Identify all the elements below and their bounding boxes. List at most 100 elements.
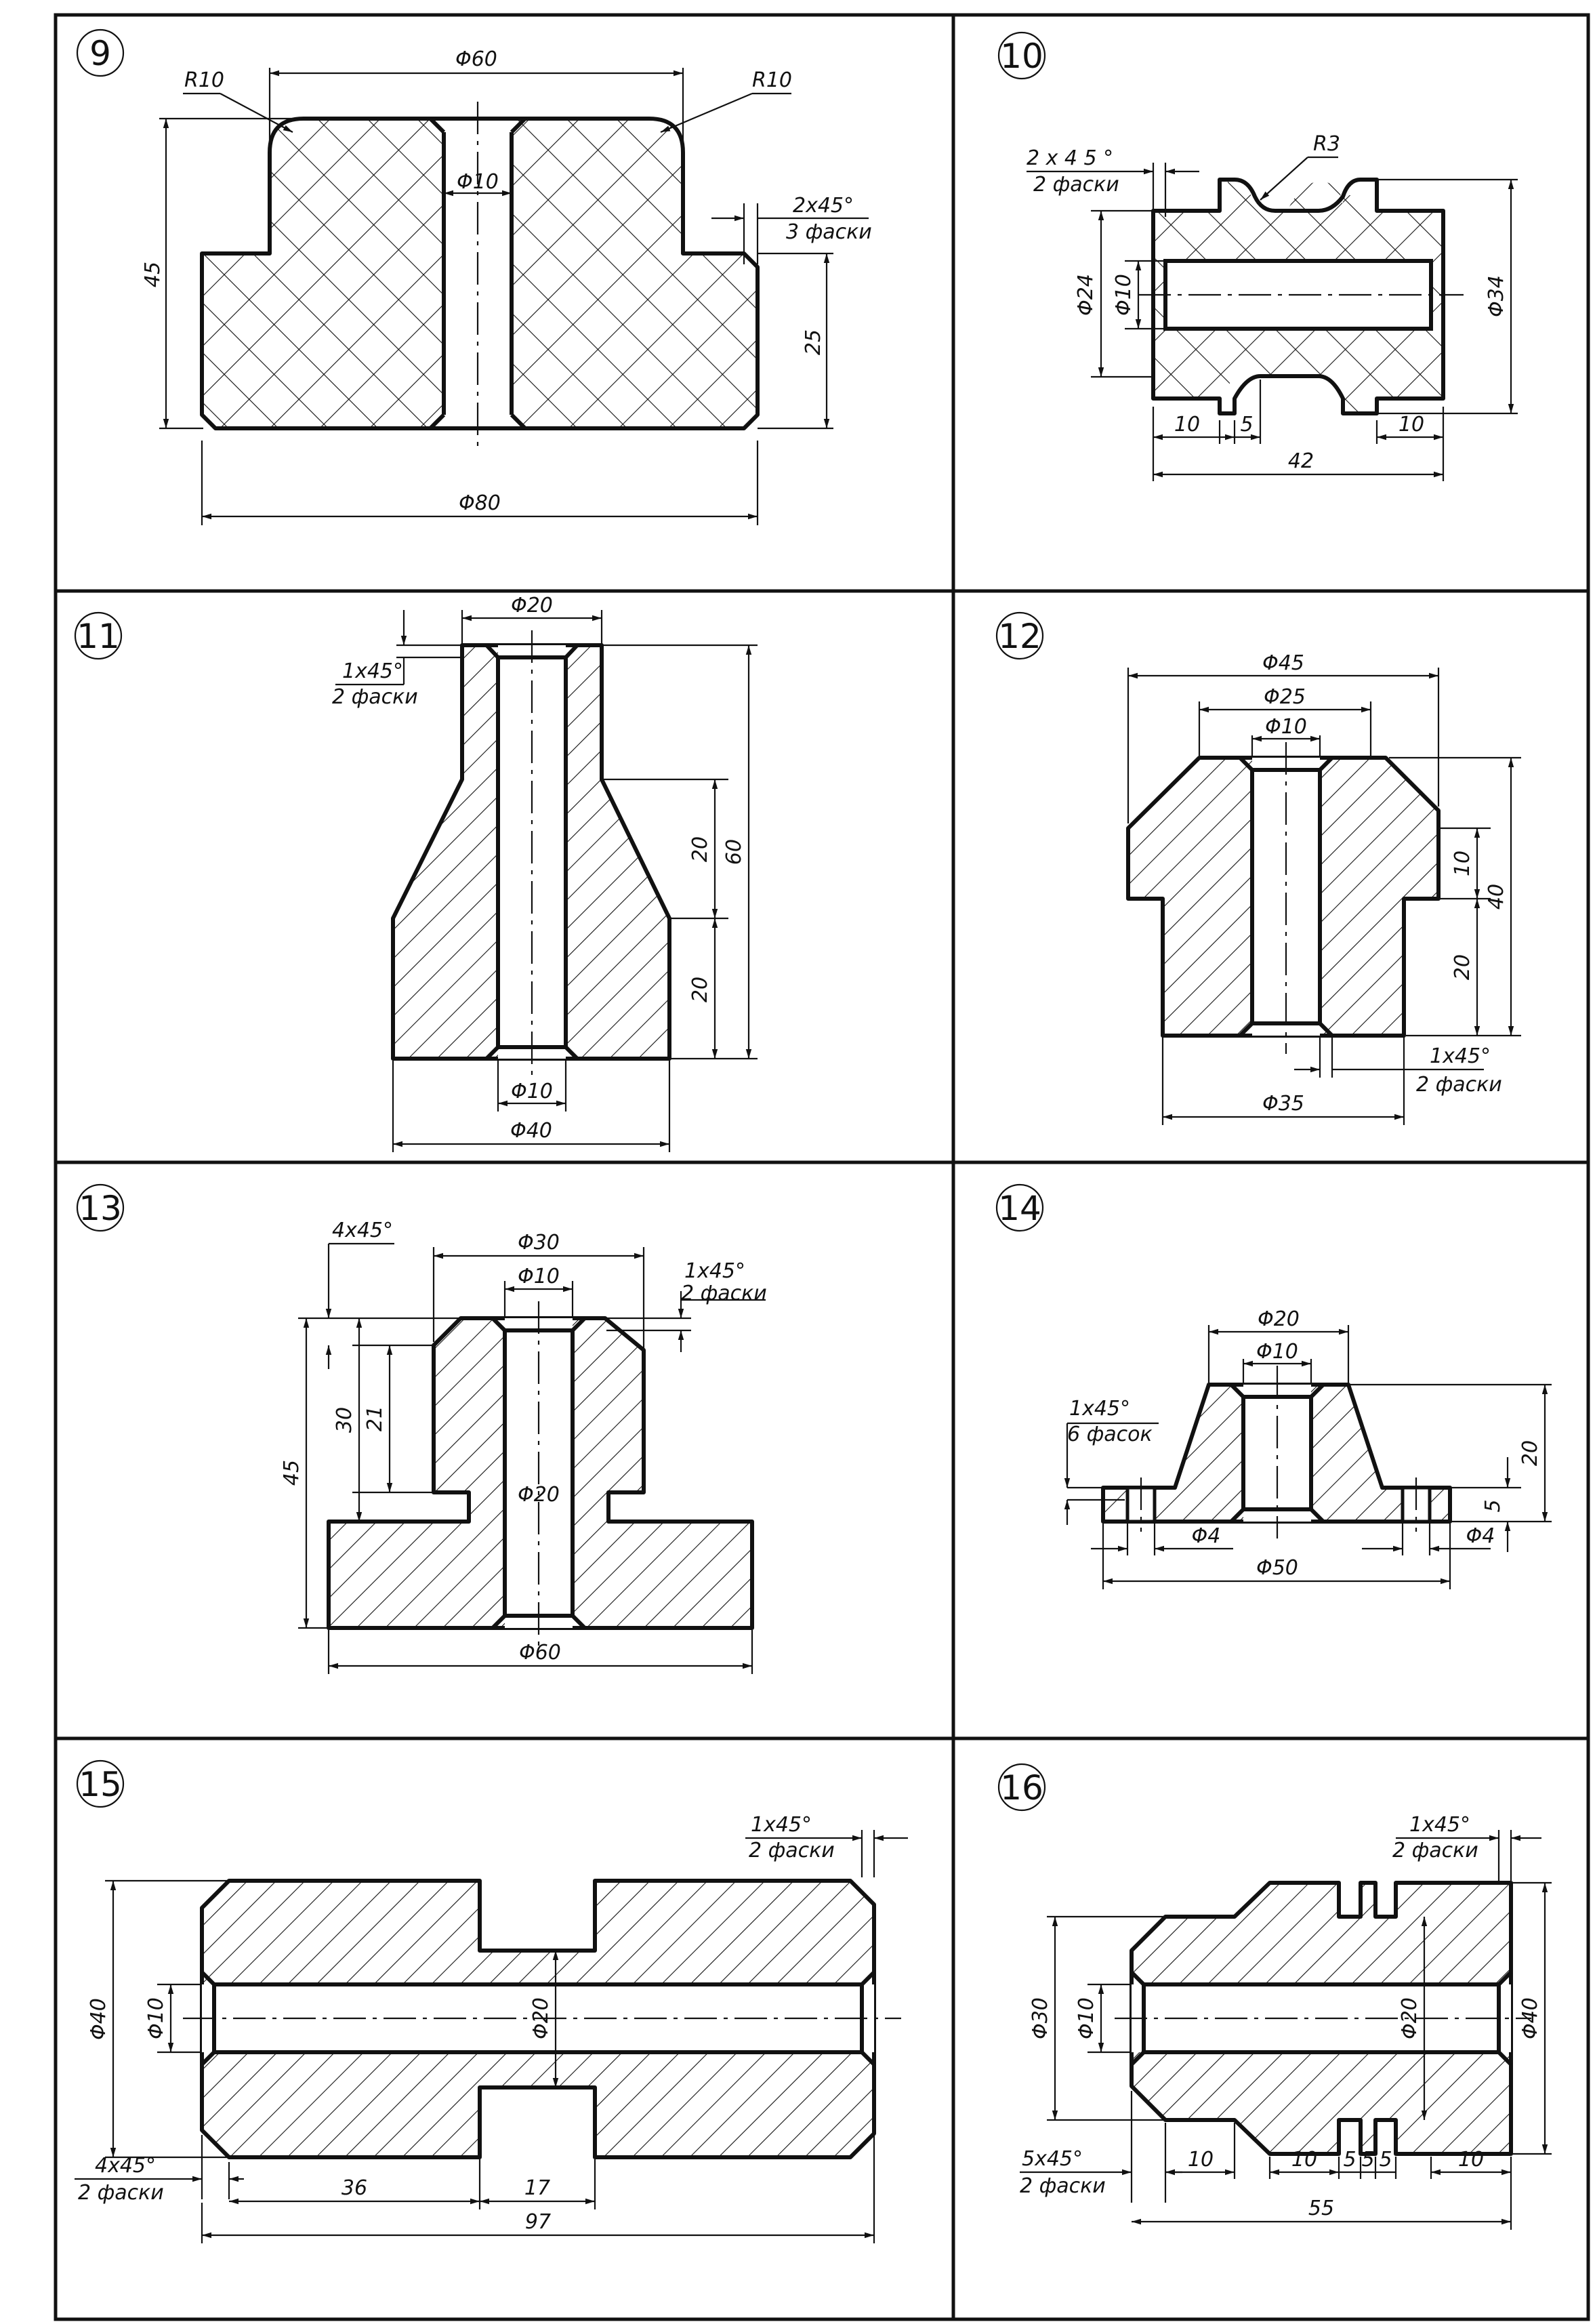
svg-text:Φ20: Φ20 — [518, 1483, 560, 1507]
dimension-d60: Φ60 — [327, 1630, 753, 1674]
svg-text:10: 10 — [1174, 413, 1200, 436]
dimension-d4-left: Φ4 — [1091, 1524, 1233, 1555]
svg-text:40: 40 — [1485, 884, 1508, 910]
svg-text:42: 42 — [1288, 449, 1314, 473]
svg-text:Φ60: Φ60 — [455, 47, 497, 71]
svg-text:R10: R10 — [184, 68, 224, 92]
dimension-d20: Φ20 — [1207, 1307, 1350, 1383]
svg-text:10: 10 — [1451, 851, 1474, 876]
svg-text:10: 10 — [1458, 2148, 1484, 2172]
dimension-d40: Φ40 — [87, 1879, 227, 2159]
dimension-widths: 36 17 97 — [201, 2135, 875, 2243]
svg-text:4x45°: 4x45° — [95, 2154, 156, 2178]
sheet-frame — [54, 13, 1590, 2321]
dimension-d40: Φ40 — [392, 1061, 671, 1152]
svg-text:Φ35: Φ35 — [1262, 1092, 1304, 1116]
svg-text:R10: R10 — [752, 68, 792, 92]
dimension-d60: Φ60 — [268, 47, 684, 149]
dimension-d10: Φ10 — [1075, 1983, 1130, 2054]
svg-text:1x45°: 1x45° — [1069, 1397, 1130, 1421]
svg-text:2 фаски: 2 фаски — [749, 1839, 835, 1862]
svg-text:55: 55 — [1308, 2197, 1334, 2220]
svg-text:36: 36 — [341, 2176, 367, 2200]
svg-text:Φ34: Φ34 — [1485, 275, 1508, 317]
svg-text:2 фаски: 2 фаски — [1392, 1839, 1478, 1862]
panel-9: 9 Φ60 R10 R10 Φ10 — [76, 28, 872, 525]
svg-text:1x45°: 1x45° — [1430, 1044, 1491, 1068]
svg-text:45: 45 — [141, 262, 165, 287]
svg-text:1x45°: 1x45° — [684, 1259, 745, 1283]
panel-14: 14 Φ20 Φ10 — [995, 1183, 1552, 1589]
panel-number-circle — [995, 1183, 1044, 1232]
svg-text:Φ20: Φ20 — [511, 594, 553, 617]
svg-text:Φ40: Φ40 — [1518, 1997, 1542, 2039]
svg-text:10: 10 — [1291, 2148, 1317, 2172]
svg-text:2 фаски: 2 фаски — [1416, 1073, 1502, 1097]
panel-number-circle — [76, 28, 125, 77]
chamfer-note: 2x45° 3 фаски — [711, 194, 872, 264]
panel-10: 10 2 x 4 5 ° 2 фаски R3 Φ24 Φ — [997, 31, 1518, 481]
dimension-d25: Φ25 — [1198, 685, 1372, 756]
svg-text:Φ20: Φ20 — [1398, 1997, 1422, 2039]
svg-text:2 фаски: 2 фаски — [1020, 2174, 1106, 2198]
svg-text:Φ10: Φ10 — [1075, 1997, 1098, 2039]
chamfer-note-big: 4x45° 2 фаски — [75, 2135, 244, 2205]
svg-text:30: 30 — [333, 1407, 356, 1433]
leader-r3: R3 — [1260, 132, 1340, 201]
svg-text:4x45°: 4x45° — [332, 1219, 393, 1242]
svg-text:Φ24: Φ24 — [1074, 274, 1098, 316]
panel-12: 12 Φ45 Φ25 Φ10 — [995, 611, 1521, 1125]
svg-text:Φ25: Φ25 — [1264, 685, 1306, 709]
panel-11: 11 Φ20 1x45° 2 фаски — [74, 594, 758, 1152]
svg-text:20: 20 — [688, 836, 712, 862]
svg-text:Φ4: Φ4 — [1192, 1524, 1221, 1548]
svg-text:3 фаски: 3 фаски — [786, 220, 872, 244]
svg-text:5: 5 — [1343, 2148, 1356, 2172]
svg-text:21: 21 — [363, 1406, 387, 1431]
dimension-d30: Φ30 — [432, 1231, 645, 1349]
panel-number-circle — [997, 1763, 1046, 1812]
svg-text:20: 20 — [688, 977, 712, 1002]
svg-text:2x45°: 2x45° — [793, 194, 854, 218]
svg-text:Φ50: Φ50 — [1256, 1556, 1298, 1580]
dimension-d20: Φ20 — [1398, 1917, 1428, 2120]
chamfer-note-big: 5x45° 2 фаски — [1020, 2091, 1182, 2203]
panel-number: 13 — [79, 1189, 122, 1228]
svg-text:Φ20: Φ20 — [529, 1997, 553, 2039]
svg-text:2 фаски: 2 фаски — [681, 1282, 767, 1305]
svg-text:Φ60: Φ60 — [519, 1641, 561, 1665]
dimension-heights: 20 5 — [1350, 1383, 1552, 1552]
dimension-heights: 30 21 45 — [280, 1317, 459, 1629]
dimension-d4-right: Φ4 — [1362, 1524, 1495, 1555]
svg-text:Φ45: Φ45 — [1262, 651, 1304, 675]
dimension-d10: Φ10 — [497, 1061, 567, 1112]
svg-text:1x45°: 1x45° — [342, 659, 403, 683]
svg-text:2 x 4 5 °: 2 x 4 5 ° — [1027, 146, 1113, 170]
dimension-d10: Φ10 — [503, 1265, 574, 1317]
dimension-d20: Φ20 — [529, 1951, 559, 2087]
panel-16: 16 1x45° 2 фаски Φ30 — [997, 1763, 1552, 2230]
chamfer-note: 1x45° 2 фаски — [332, 610, 461, 709]
svg-text:Φ10: Φ10 — [144, 1997, 168, 2039]
svg-text:97: 97 — [525, 2210, 551, 2234]
svg-text:Φ40: Φ40 — [510, 1119, 552, 1143]
svg-text:17: 17 — [524, 2176, 550, 2200]
svg-text:R3: R3 — [1313, 132, 1340, 156]
dimension-d10: Φ10 — [444, 170, 512, 197]
svg-text:Φ10: Φ10 — [1265, 715, 1307, 739]
svg-text:Φ10: Φ10 — [511, 1080, 553, 1103]
panel-number: 16 — [1000, 1768, 1043, 1808]
dimension-d30: Φ30 — [1029, 1915, 1164, 2121]
dimension-d20: Φ20 — [461, 594, 603, 644]
dimension-d10: Φ10 — [144, 1983, 201, 2054]
dimension-d45: Φ45 — [1127, 651, 1440, 823]
panel-15: 15 1x45° 2 фаски Φ40 — [75, 1759, 908, 2243]
svg-text:Φ10: Φ10 — [518, 1265, 560, 1288]
dimension-d50: Φ50 — [1102, 1524, 1451, 1589]
svg-text:5: 5 — [1379, 2148, 1392, 2172]
svg-text:Φ4: Φ4 — [1466, 1524, 1495, 1548]
panel-number: 15 — [79, 1765, 122, 1804]
panel-number: 14 — [998, 1189, 1041, 1228]
svg-text:20: 20 — [1518, 1440, 1542, 1466]
